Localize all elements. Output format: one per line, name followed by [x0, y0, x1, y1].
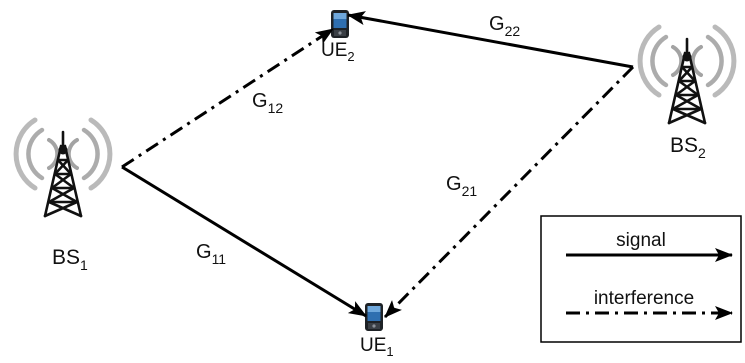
ue1-phone-icon	[365, 303, 383, 331]
bs2-label: BS2	[670, 134, 706, 161]
bs1-label: BS1	[52, 246, 88, 273]
g21-label: G21	[446, 173, 477, 199]
bs2-tower-icon	[640, 27, 734, 123]
ue2-label: UE2	[321, 40, 355, 64]
ue1-label: UE1	[360, 335, 394, 359]
legend: signal interference	[540, 215, 742, 343]
g11-label: G11	[196, 241, 226, 267]
g12-label: G12	[252, 90, 283, 116]
legend-signal-label: signal	[616, 230, 666, 251]
legend-interference-label: interference	[594, 288, 694, 309]
link-g21-interference	[383, 65, 635, 319]
legend-box	[540, 215, 742, 343]
g22-label: G22	[489, 13, 520, 39]
bs1-tower-icon	[16, 120, 110, 216]
ue2-phone-icon	[331, 10, 349, 38]
link-g12-interference	[121, 27, 334, 169]
link-g11-signal	[121, 165, 367, 318]
link-g22-signal	[347, 11, 634, 69]
